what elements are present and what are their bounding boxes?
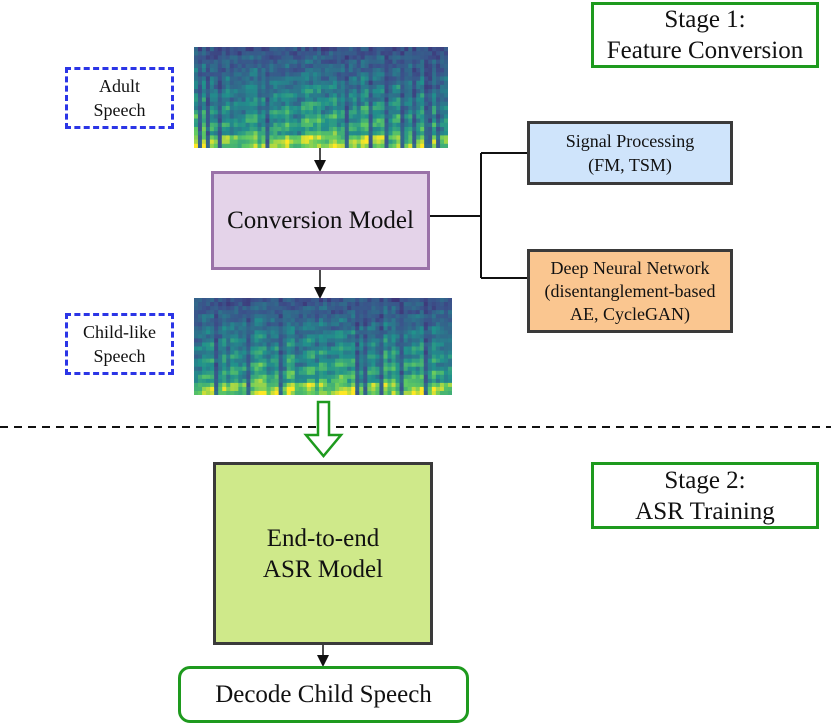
decode-child-speech-box: Decode Child Speech — [178, 666, 469, 723]
stage1-label-box: Stage 1: Feature Conversion — [591, 2, 819, 68]
stage1-title: Stage 1: — [664, 6, 746, 33]
stage2-subtitle: ASR Training — [635, 497, 775, 525]
conversion-model-box: Conversion Model — [211, 171, 430, 270]
hollow-down-arrow-icon — [303, 400, 344, 458]
adult-speech-label: Adult Speech — [65, 67, 174, 129]
stage1-subtitle: Feature Conversion — [606, 37, 804, 64]
decode-child-speech-label: Decode Child Speech — [215, 680, 432, 708]
stage2-label-box: Stage 2: ASR Training — [591, 462, 819, 529]
childlike-spectrogram-image — [194, 298, 452, 395]
childlike-speech-label: Child-like Speech — [65, 313, 174, 375]
asr-model-box: End-to-end ASR Model — [213, 462, 433, 645]
stage2-title: Stage 2: — [664, 466, 746, 494]
conversion-model-label: Conversion Model — [227, 206, 414, 234]
signal-processing-box: Signal Processing (FM, TSM) — [527, 121, 733, 185]
deep-neural-network-box: Deep Neural Network (disentanglement-bas… — [527, 249, 733, 333]
method-bracket — [430, 152, 528, 279]
adult-spectrogram-image — [194, 47, 448, 148]
